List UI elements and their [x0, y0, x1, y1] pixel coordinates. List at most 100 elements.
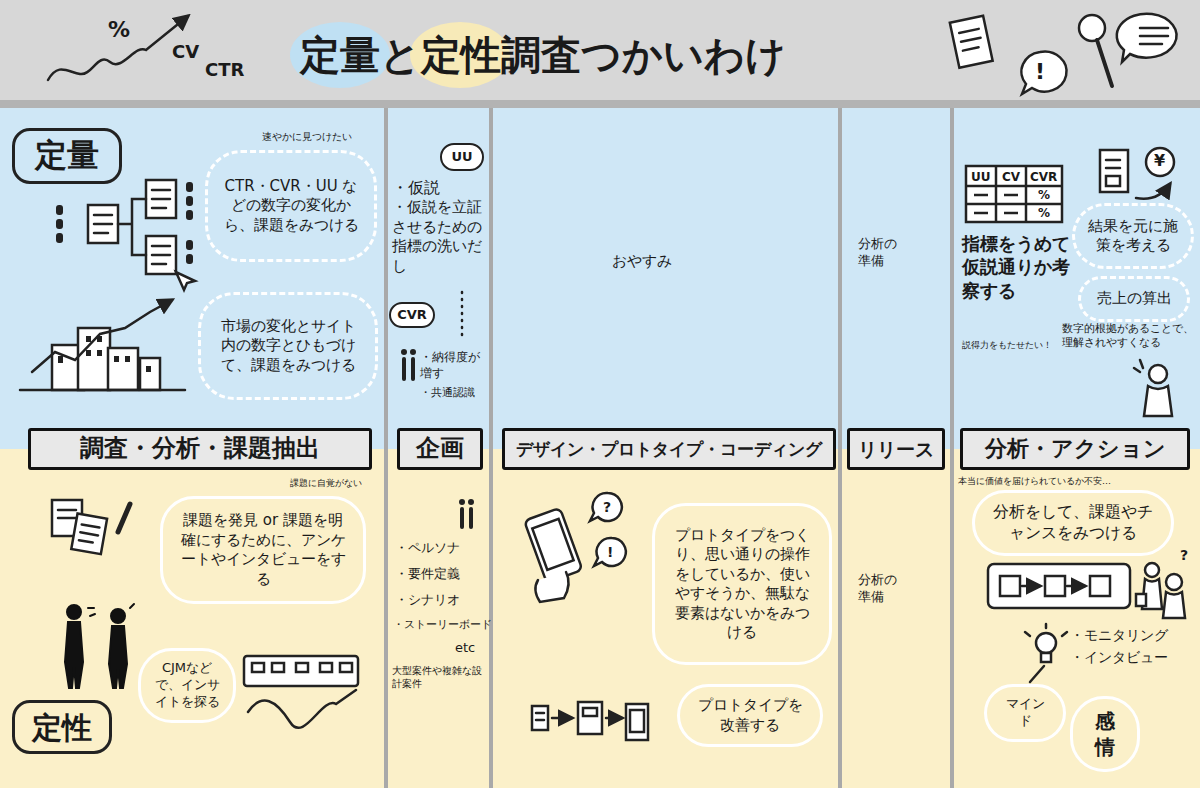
user-flow	[988, 563, 1185, 618]
note-bubble: マインド	[984, 684, 1066, 742]
list-item-text: ・ペルソナ	[395, 540, 460, 557]
phase-box: 企画	[397, 428, 483, 470]
side-note-text: 説得力をもたせたい！	[962, 340, 1062, 352]
header-icons	[1140, 35, 1168, 38]
tree-diagram	[186, 182, 193, 192]
node-text: リリース	[858, 437, 934, 462]
city-illustration	[20, 300, 185, 390]
prototype-flow	[583, 708, 597, 716]
node-text: 定性	[32, 708, 92, 747]
list-item-text: ・ストーリーボード	[393, 618, 492, 632]
city-illustration	[108, 348, 138, 390]
note-bubble: 結果を元に施策を考える	[1072, 203, 1194, 269]
note-bubble: プロトタイプを改善する	[677, 684, 823, 747]
tree-diagram	[186, 210, 193, 220]
tree-diagram	[56, 219, 63, 229]
journey-map	[320, 663, 332, 672]
header-icons	[961, 38, 981, 42]
note-bubble: 課題を発見 or 課題を明確にするために、アンケートやインタビューをする	[160, 496, 366, 604]
list-item: ・シナリオ	[395, 592, 460, 609]
tree-diagram	[94, 223, 112, 226]
city-illustration	[140, 358, 160, 390]
report-icon	[1106, 176, 1120, 186]
section-tag: 定量	[12, 128, 122, 184]
node-text: プロトタイプをつくり、思い通りの操作をしているか、使いやすそうか、無駄な要素はな…	[668, 526, 816, 643]
prototype-flow	[606, 717, 622, 720]
icon-mark: !	[607, 543, 613, 561]
column-divider	[489, 108, 493, 788]
table-cell: CVR	[1030, 170, 1057, 186]
header-icons	[1097, 40, 1112, 86]
node-text: UU	[451, 149, 472, 166]
node-text: 定量	[35, 135, 99, 177]
journey-map	[340, 663, 352, 672]
phone-test	[594, 538, 626, 566]
dotted-leader	[461, 292, 464, 340]
tree-diagram	[152, 263, 166, 266]
tree-diagram	[56, 182, 193, 264]
icon-mark-text: ?	[603, 498, 611, 516]
people-icon	[402, 357, 406, 381]
metrics-table	[966, 166, 1062, 222]
note-bubble: 分析をして、課題やチャンスをみつける	[972, 490, 1174, 556]
people-icon	[401, 349, 407, 355]
metrics-table	[966, 166, 1062, 222]
list-item-text: ・モニタリング	[1070, 626, 1168, 644]
list-item-text: ・仮説	[392, 178, 440, 199]
survey-docs	[71, 514, 107, 555]
side-note: 本当に価値を届けられているか不安…	[958, 476, 1188, 488]
phase-box: 調査・分析・課題抽出	[28, 428, 372, 470]
icon-mark: ¥	[1154, 151, 1165, 172]
background	[0, 449, 1200, 788]
city-illustration	[97, 350, 102, 356]
side-note-text: 数字的根拠があることで、理解されやすくなる	[1062, 322, 1194, 351]
metrics-table	[1004, 212, 1018, 215]
people-icon	[460, 507, 464, 529]
prototype-flow	[532, 702, 648, 740]
table-cell: CV	[1002, 170, 1020, 186]
metrics-table	[974, 212, 988, 215]
journey-map	[244, 656, 358, 728]
table-cell-text: %	[1038, 206, 1050, 222]
phone-test	[535, 572, 568, 602]
speech-bubble: CVR	[389, 302, 435, 328]
prototype-flow	[626, 704, 648, 740]
prototype-flow	[536, 712, 544, 715]
people-icon	[411, 357, 415, 381]
tree-diagram	[152, 254, 170, 257]
header-doodle: CTR	[205, 58, 244, 81]
list-item: etc	[455, 640, 475, 657]
metrics-table	[966, 185, 1062, 188]
table-cell-text: UU	[971, 170, 991, 186]
list-item: ・仮説を立証させるための指標の洗いだし	[392, 198, 488, 276]
survey-docs	[80, 532, 98, 535]
interview-people	[109, 626, 127, 688]
side-note-text: ・共通認識	[420, 386, 475, 400]
survey-docs	[79, 540, 93, 542]
column-divider	[384, 108, 388, 788]
list-item: ・要件定義	[395, 566, 460, 583]
note-bubble: CTR・CVR・UU などの数字の変化から、課題をみつける	[205, 150, 377, 262]
node-text: CJMなどで、インサイトを探る	[154, 660, 220, 711]
prototype-flow	[630, 710, 644, 732]
report-icon	[1100, 150, 1128, 192]
node-text: 結果を元に施策を考える	[1088, 217, 1178, 256]
table-cell-text: CVR	[1030, 170, 1057, 186]
header-doodle-text: CV	[172, 40, 199, 63]
list-item-text: ・要件定義	[395, 566, 460, 583]
tree-diagram	[118, 199, 146, 255]
side-note: 課題に自覚がない	[290, 478, 372, 490]
tree-diagram	[146, 236, 176, 274]
icon-mark: ?	[1180, 546, 1188, 564]
tree-diagram	[94, 232, 108, 235]
icon-mark-text: ¥	[1154, 151, 1165, 172]
background	[0, 108, 1200, 449]
key-text: 指標をうめて仮説通りか考察する	[962, 232, 1072, 302]
interview-people	[90, 614, 95, 616]
metrics-table	[1025, 166, 1028, 222]
trend-arrow	[48, 16, 188, 80]
user-flow	[1000, 576, 1020, 596]
node-text: 売上の算出	[1097, 289, 1172, 309]
